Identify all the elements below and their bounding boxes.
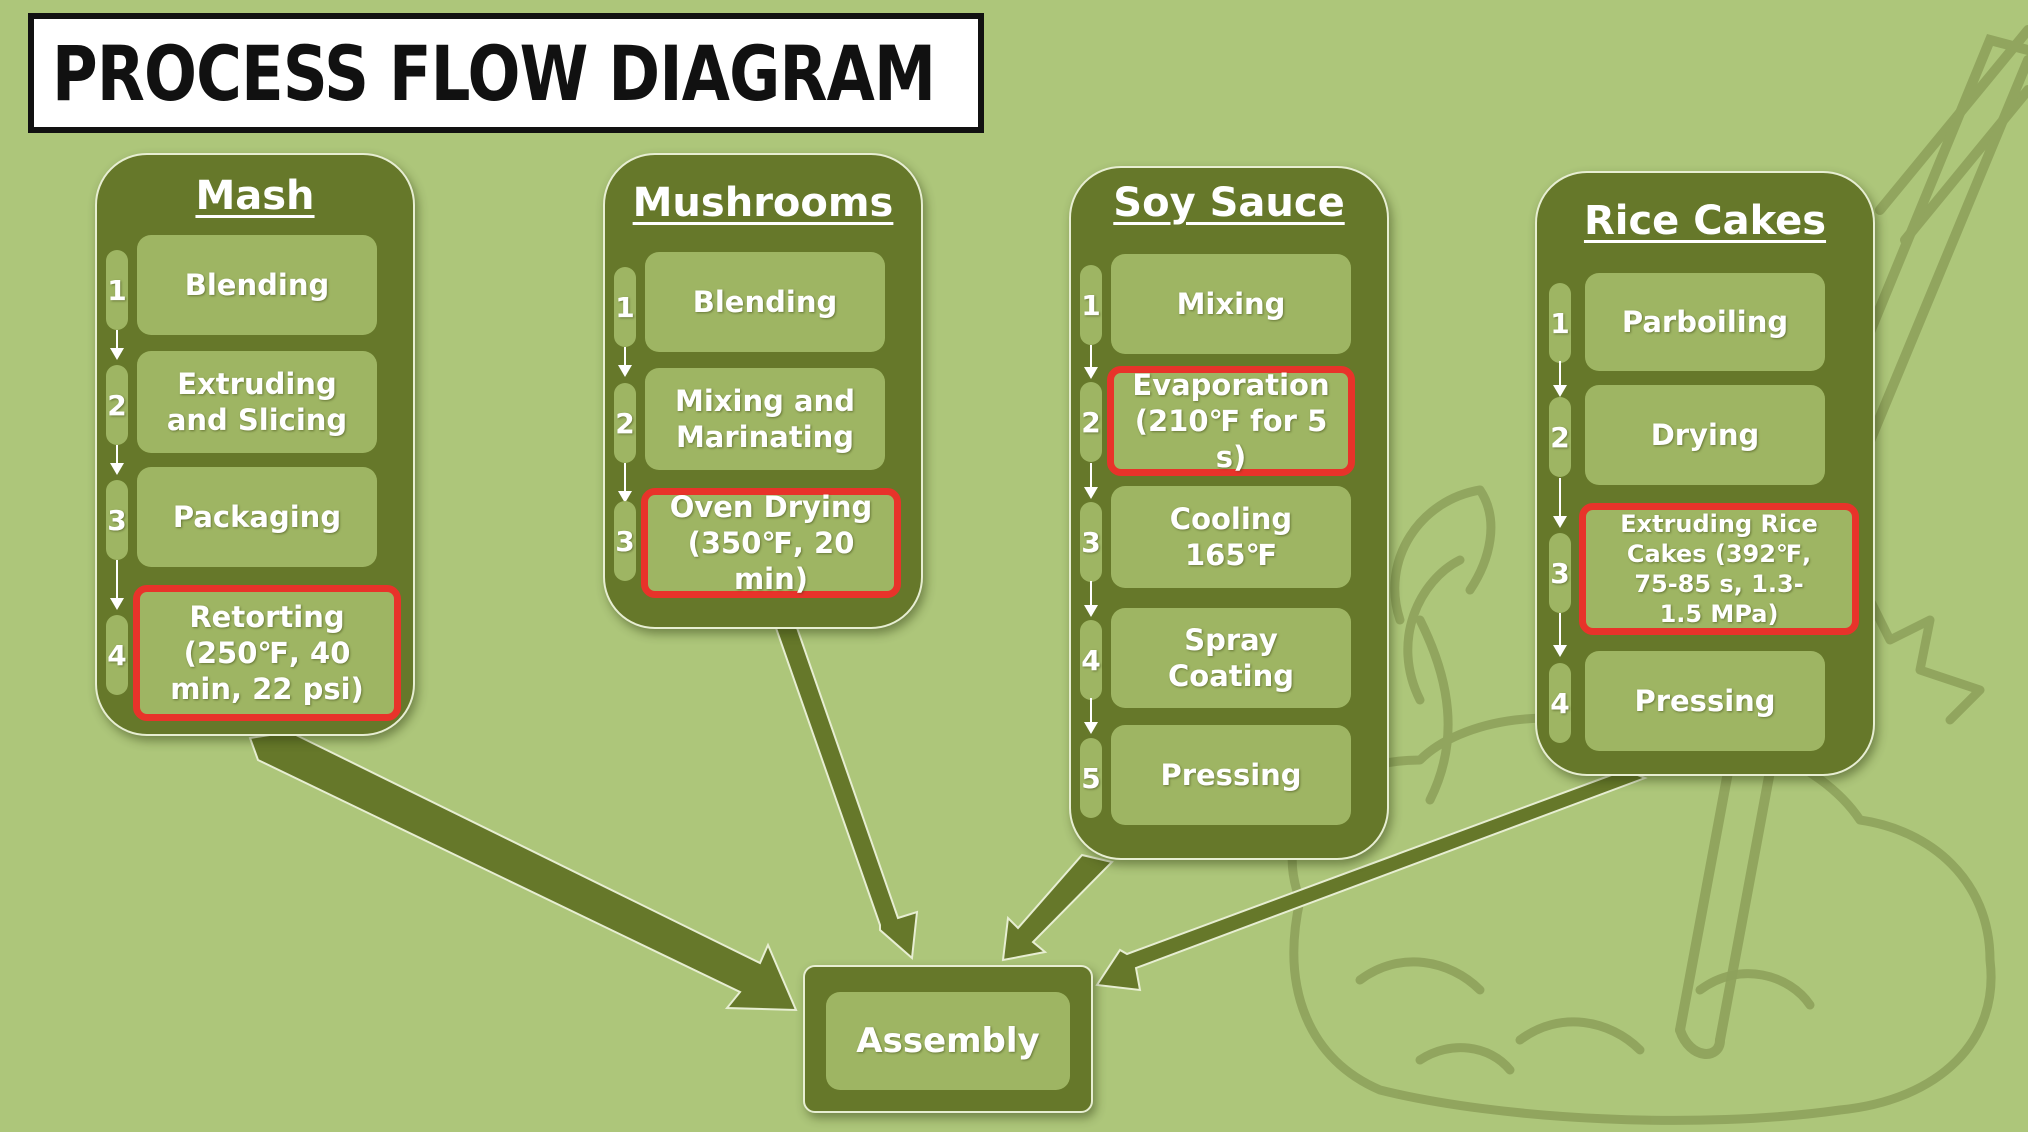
arrow-down-icon [110,330,124,360]
step-number: 1 [106,250,128,330]
step-number: 1 [1080,265,1102,345]
arrow-down-icon [110,445,124,475]
step-number: 1 [1549,283,1571,363]
panel-mushrooms: Mushrooms 1 Blending 2 Mixing and Marina… [603,153,923,629]
step-number: 3 [1549,533,1571,613]
panel-title-soy-sauce: Soy Sauce [1113,180,1345,226]
step-number: 3 [614,501,636,581]
step-number: 2 [614,383,636,463]
step-number: 4 [106,615,128,695]
step-assembly: Assembly [826,992,1070,1090]
panel-mash: Mash 1 Blending 2 Extruding and Slicing … [95,153,415,736]
arrow-ricecakes-to-assembly [1095,768,1648,992]
step-soy-cooling: Cooling 165℉ [1111,486,1351,588]
step-number: 4 [1080,620,1102,700]
step-number: 3 [1080,502,1102,582]
panel-title-rice-cakes: Rice Cakes [1583,198,1827,244]
step-soy-spray-coating: Spray Coating [1111,608,1351,708]
panel-rice-cakes: Rice Cakes 1 Parboiling 2 Drying 3 Extru… [1535,171,1875,776]
arrow-down-icon [1084,581,1098,617]
step-mash-blending: Blending [137,235,377,335]
step-number: 2 [106,365,128,445]
step-soy-mixing: Mixing [1111,254,1351,354]
panel-assembly: Assembly [803,965,1093,1113]
arrow-mushrooms-to-assembly [766,620,919,961]
arrow-down-icon [1084,345,1098,379]
arrow-mash-to-assembly [248,730,798,1012]
arrow-down-icon [1553,613,1567,657]
step-number: 1 [614,267,636,347]
step-mash-packaging: Packaging [137,467,377,567]
step-number: 4 [1549,663,1571,743]
step-mash-retorting: Retorting (250℉, 40 min, 22 psi) [133,585,401,721]
step-soy-pressing: Pressing [1111,725,1351,825]
arrow-down-icon [1553,478,1567,528]
step-mushrooms-oven-drying: Oven Drying (350℉, 20 min) [641,488,901,598]
step-number: 5 [1080,738,1102,818]
arrow-down-icon [1084,698,1098,734]
step-rice-extruding: Extruding Rice Cakes (392℉, 75-85 s, 1.3… [1579,503,1859,635]
step-rice-pressing: Pressing [1585,651,1825,751]
step-mushrooms-mixing: Mixing and Marinating [645,368,885,470]
arrow-down-icon [618,463,632,503]
page-title: PROCESS FLOW DIAGRAM [52,28,936,118]
title-box: PROCESS FLOW DIAGRAM [28,13,984,133]
step-number: 2 [1080,382,1102,462]
step-rice-parboiling: Parboiling [1585,273,1825,371]
arrow-soysauce-to-assembly [1001,853,1114,962]
panel-title-mushrooms: Mushrooms [632,180,894,226]
arrow-down-icon [1084,463,1098,499]
step-rice-drying: Drying [1585,385,1825,485]
panel-title-mash: Mash [195,173,315,219]
panel-soy-sauce: Soy Sauce 1 Mixing 2 Evaporation (210℉ f… [1069,166,1389,860]
arrow-down-icon [110,560,124,610]
step-mushrooms-blending: Blending [645,252,885,352]
step-number: 2 [1549,397,1571,477]
arrow-down-icon [618,347,632,377]
step-soy-evaporation: Evaporation (210℉ for 5 s) [1107,366,1355,476]
step-number: 3 [106,480,128,560]
step-mash-extruding: Extruding and Slicing [137,351,377,453]
arrow-down-icon [1553,361,1567,397]
